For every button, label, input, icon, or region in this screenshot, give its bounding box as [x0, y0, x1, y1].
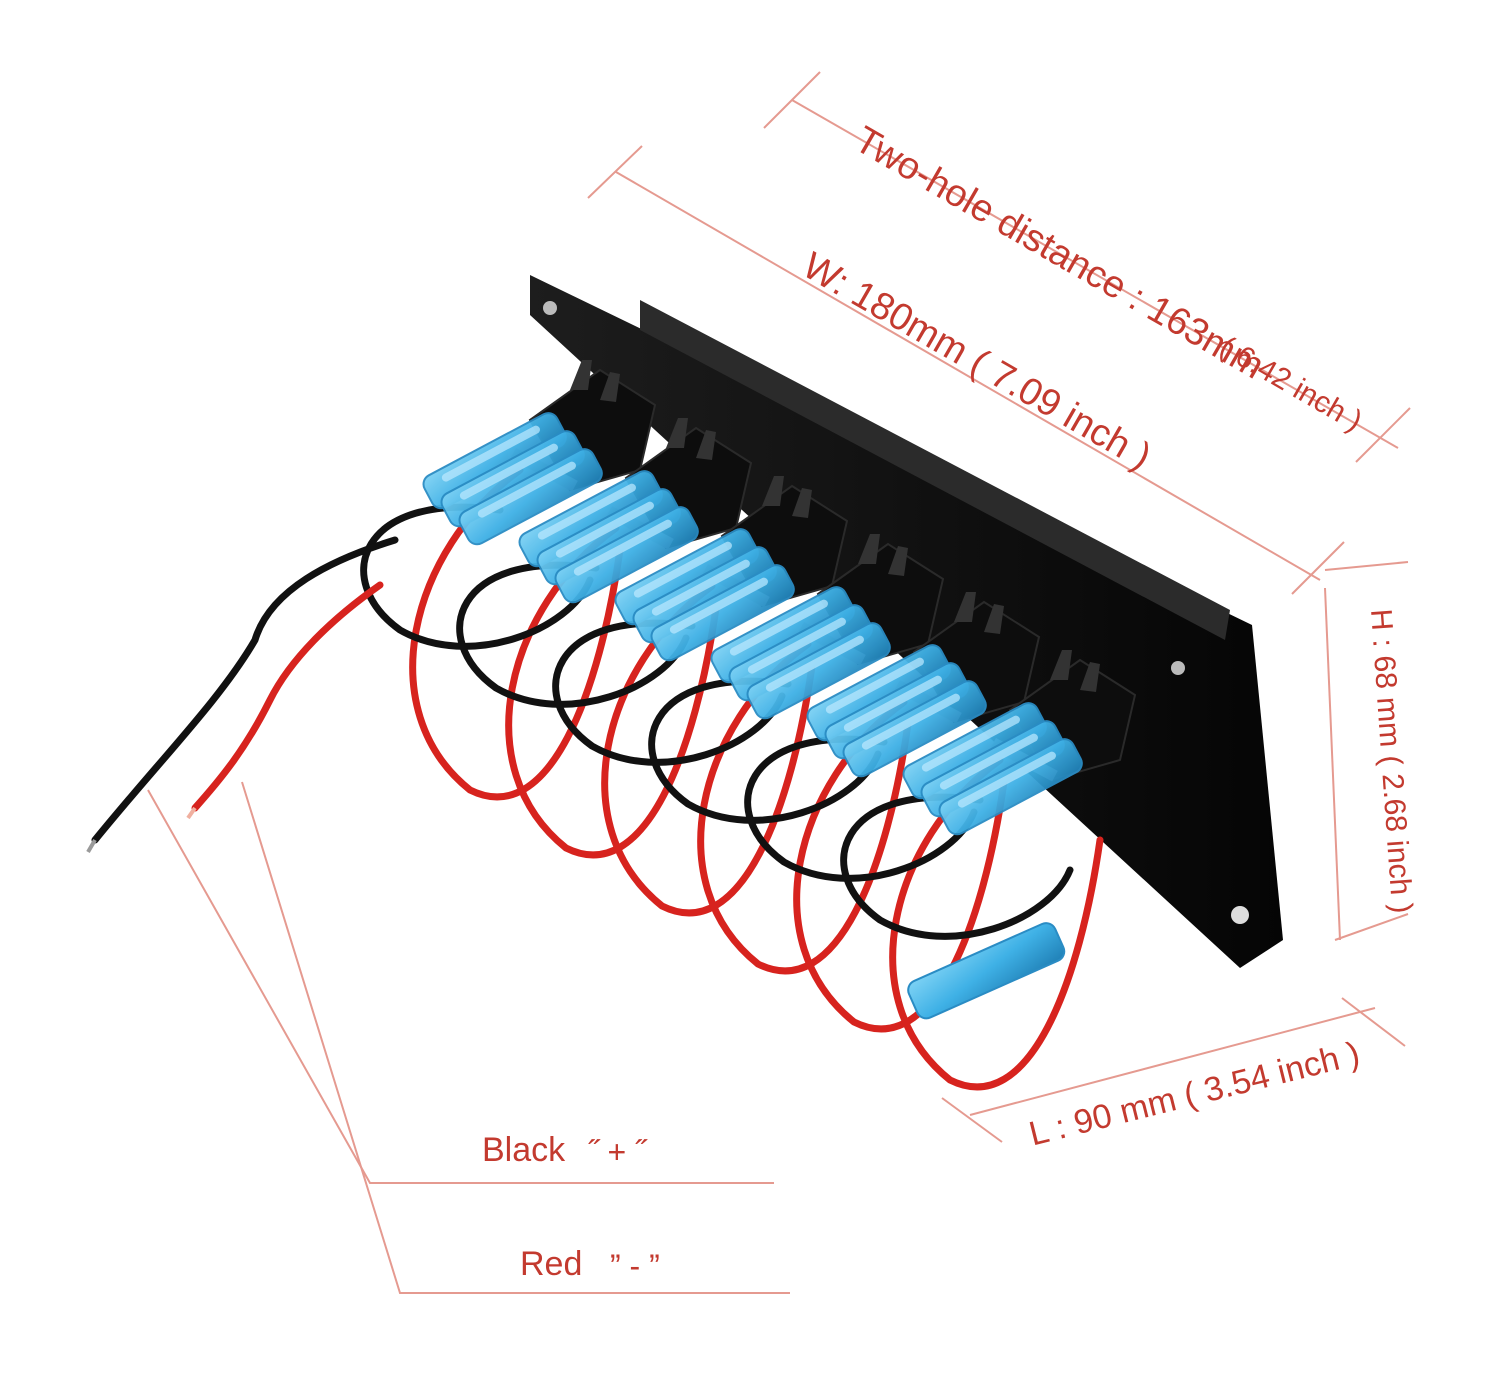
terminal-highlight [939, 733, 1038, 790]
black-wire-loops [360, 503, 1074, 940]
black-wire-leader [147, 789, 774, 1184]
black-lead-wire [91, 536, 399, 844]
terminal-highlight [729, 599, 828, 656]
black-wire-loop [360, 503, 594, 650]
terminal-highlight [861, 693, 960, 750]
red-wire-loop [889, 756, 1104, 1091]
terminal-highlight [477, 461, 576, 518]
red-wire-loops [409, 466, 1104, 1091]
mounting-hole-bottom [1231, 906, 1249, 924]
terminal-highlight [957, 751, 1056, 808]
terminal-highlight [843, 675, 942, 732]
black-wire-label: Black [482, 1131, 566, 1169]
red-wire-loop [601, 582, 816, 917]
switch-pin [762, 476, 812, 518]
dimension-lines [147, 71, 1411, 1294]
red-wire-loop [793, 698, 1008, 1033]
two-hole-dimension-line [791, 99, 1399, 449]
switch-pin [954, 592, 1004, 634]
height-dimension-line [1324, 587, 1341, 941]
switch-pin [570, 360, 620, 402]
black-wire-loop [552, 619, 786, 766]
terminal-highlight [633, 541, 732, 598]
terminal-highlight [651, 559, 750, 616]
length-dimension-line [969, 1007, 1376, 1116]
black-wire-loop [840, 793, 1074, 940]
two-hole-tick-left [763, 71, 821, 129]
terminal-highlight [825, 657, 924, 714]
two-hole-tick-right [1355, 407, 1411, 463]
terminal-highlight [747, 617, 846, 674]
blue-terminals [422, 412, 1083, 1020]
red-wire-loop [505, 524, 720, 859]
black-wire-loop [648, 677, 882, 824]
red-lead-tip [186, 806, 197, 820]
mounting-hole-top [543, 301, 557, 315]
black-wire-sign: ˝ + ˝ [588, 1134, 646, 1170]
red-wire-loop [697, 640, 912, 975]
terminal-highlight [765, 635, 864, 692]
black-wire-loop [744, 735, 978, 882]
terminal-highlight [459, 443, 558, 500]
mounting-hole-mid [1171, 661, 1185, 675]
terminal-highlight [555, 501, 654, 558]
terminal-highlight [921, 715, 1020, 772]
red-wire-sign: ” - ” [610, 1248, 660, 1284]
terminal-highlight [537, 483, 636, 540]
switch-pin [858, 534, 908, 576]
power-feed-terminal [907, 922, 1066, 1020]
width-tick-right [1291, 541, 1345, 595]
height-tick-bottom [1334, 913, 1409, 941]
red-wire-loop [409, 466, 624, 801]
terminal-highlight [669, 577, 768, 634]
length-tick-left [941, 1097, 1003, 1143]
red-wire-leader [241, 781, 790, 1294]
length-tick-right [1341, 997, 1406, 1047]
red-lead-wire [191, 581, 384, 812]
switch-pin [666, 418, 716, 460]
width-dimension-line [615, 171, 1321, 581]
terminal-highlight [573, 519, 672, 576]
black-lead-tip [86, 838, 97, 854]
terminal-highlight [441, 425, 540, 482]
height-tick-top [1324, 561, 1409, 571]
black-wire-loop [456, 561, 690, 708]
switch-pin [1050, 650, 1100, 692]
width-tick-left [587, 145, 643, 199]
red-wire-label: Red [520, 1245, 583, 1283]
